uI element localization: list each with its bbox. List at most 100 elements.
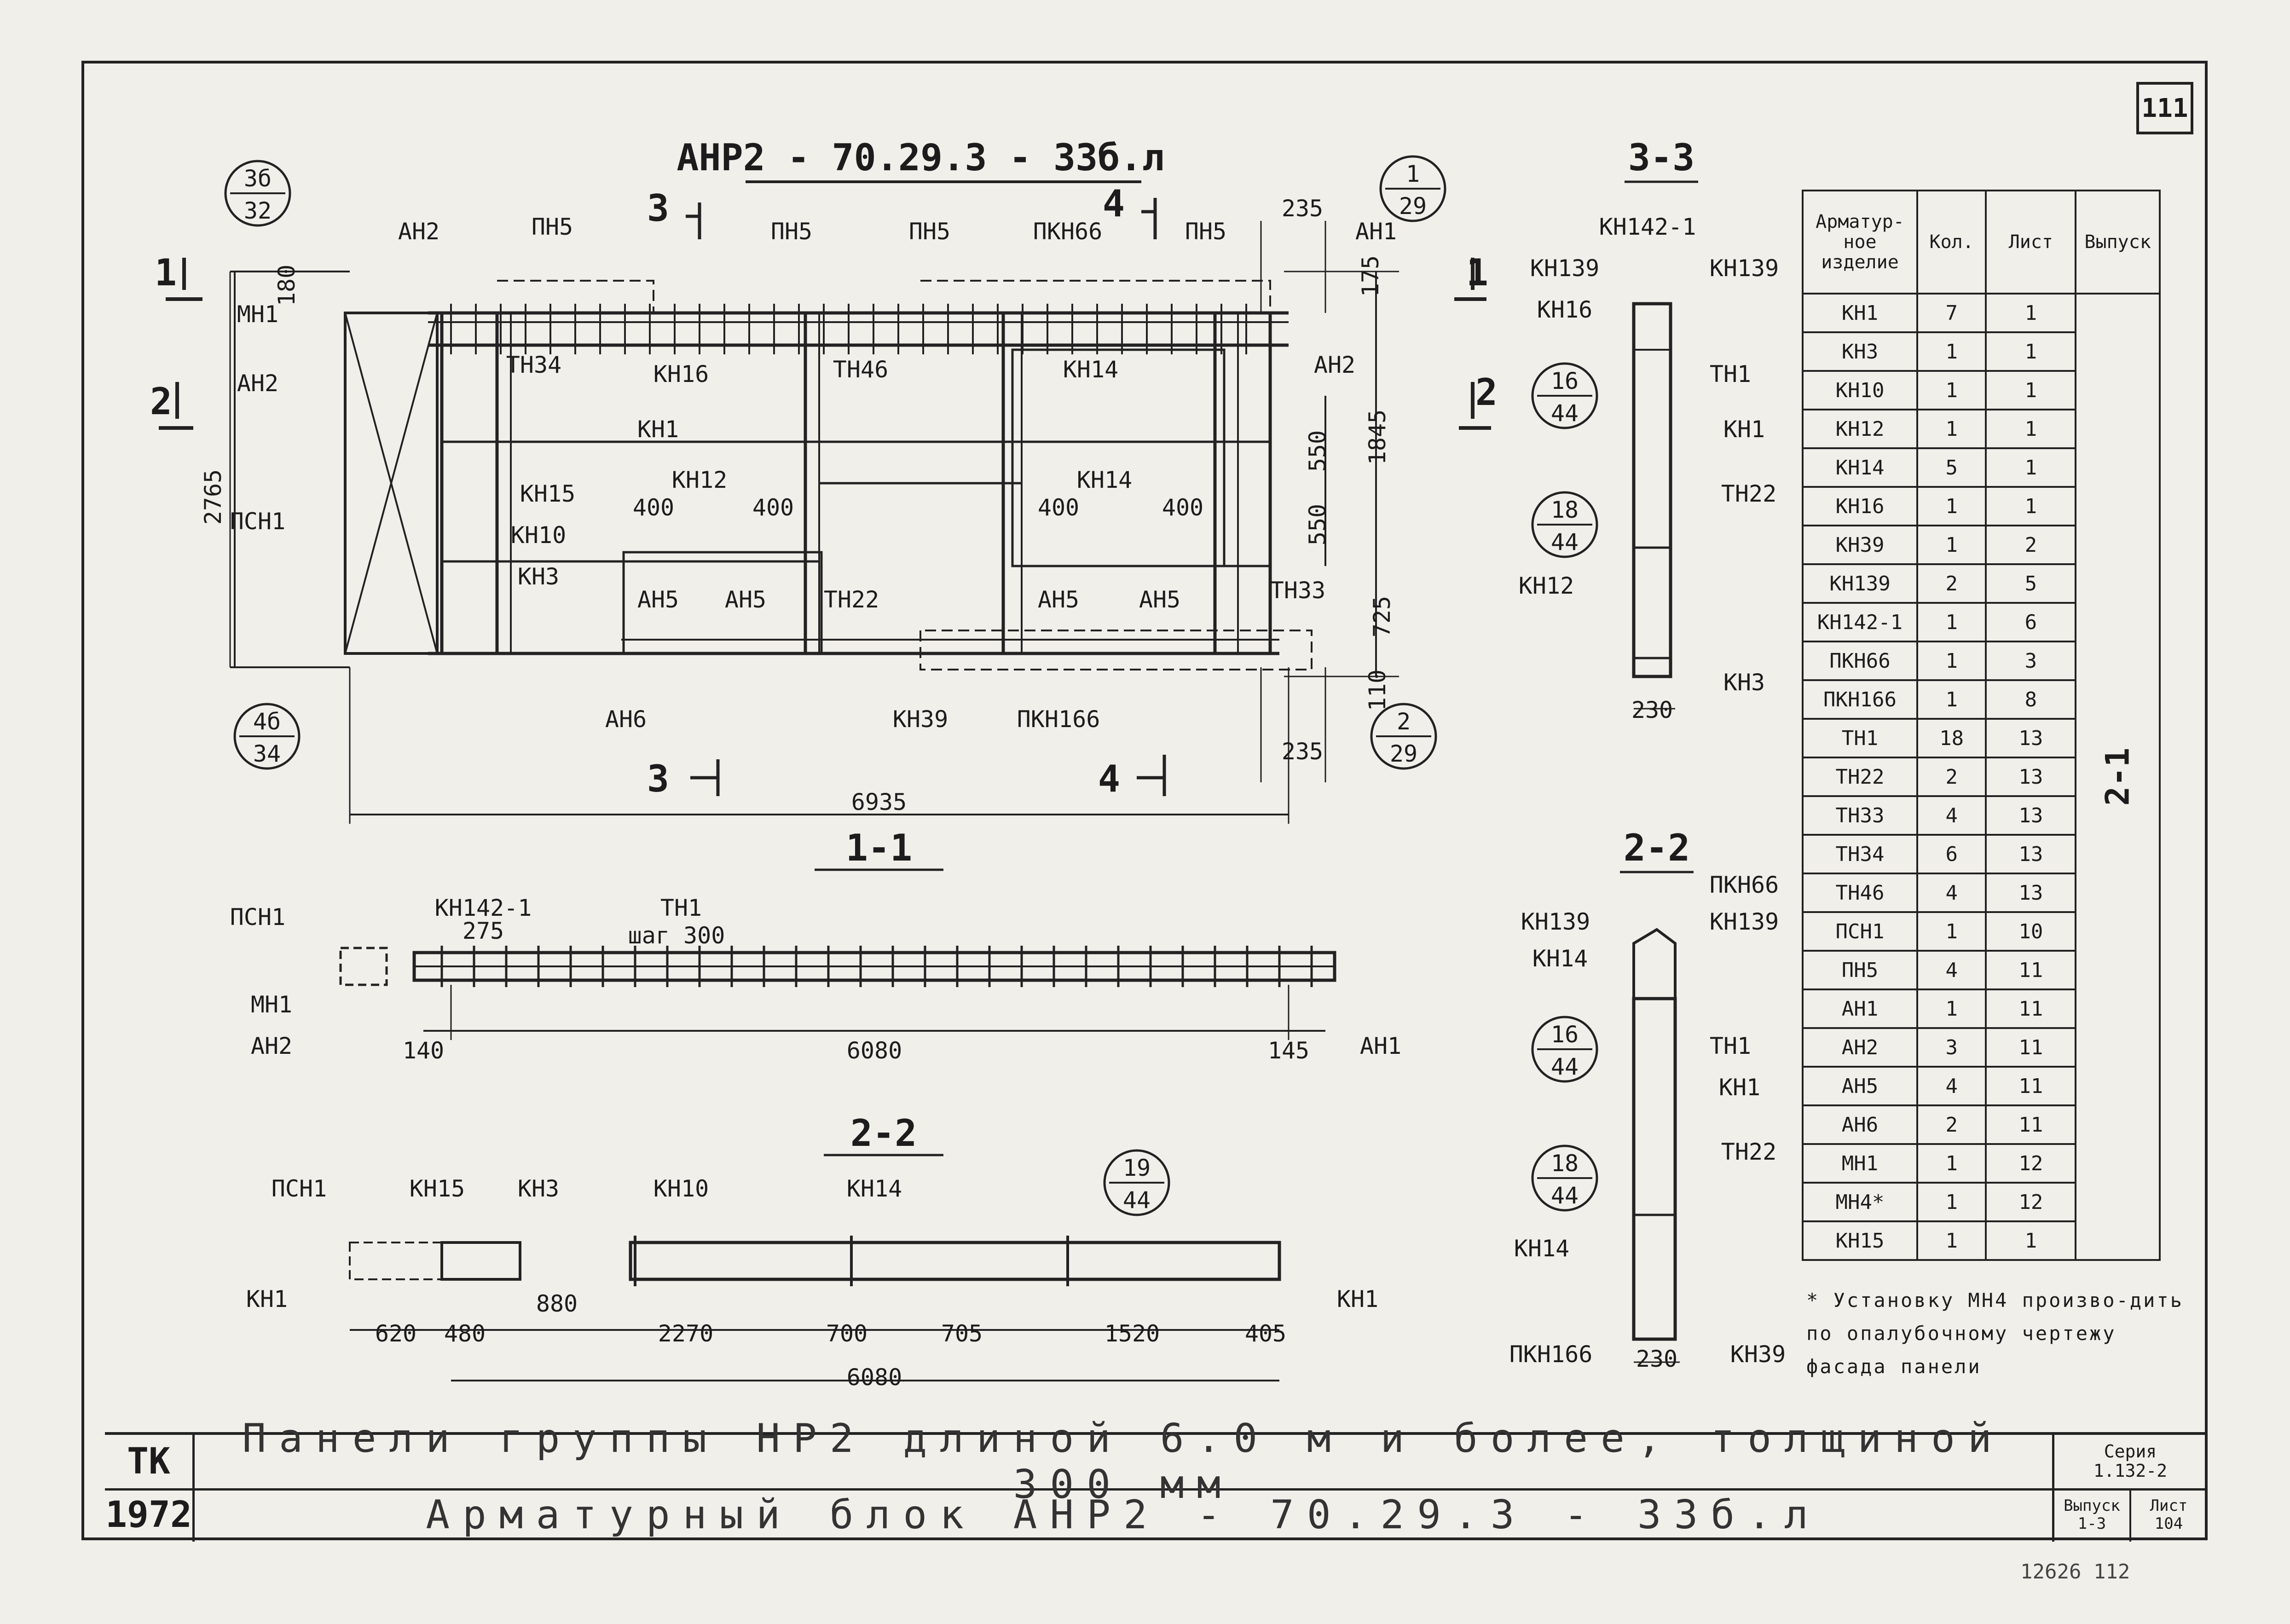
rebar-label: ПН5 xyxy=(909,218,950,245)
cell-sheet: 1 xyxy=(1985,447,2077,488)
callout-top: 16 xyxy=(1551,368,1579,394)
cell-sheet: 12 xyxy=(1985,1143,2077,1184)
dimension-label: 1845 xyxy=(1364,410,1391,465)
cell-qty: 6 xyxy=(1916,834,1987,874)
section-title: 2-2 xyxy=(1624,826,1690,869)
rebar-label: КН16 xyxy=(1537,296,1592,323)
dimension-label: 405 xyxy=(1245,1320,1286,1347)
rebar-label: ТН22 xyxy=(1721,1139,1776,1165)
cell-sheet: 6 xyxy=(1985,602,2077,642)
cell-qty: 1 xyxy=(1916,331,1987,372)
cell-qty: 2 xyxy=(1916,757,1987,797)
footnote: * Установку МН4 произво-дить по опалубоч… xyxy=(1806,1289,2184,1378)
cell-qty: 18 xyxy=(1916,718,1987,758)
release-value: 1-3 xyxy=(2077,1514,2106,1533)
section-mark: 4 xyxy=(1103,182,1125,225)
rebar-label: КН16 xyxy=(653,361,709,387)
rebar-label: КН14 xyxy=(1532,945,1588,972)
dimension-label: 620 xyxy=(375,1320,416,1347)
rebar-label: КН1 xyxy=(1723,416,1765,443)
rebar-label: АН5 xyxy=(725,586,766,613)
cell-item: ПКН66 xyxy=(1801,641,1919,681)
section-title: 2-2 xyxy=(850,1112,917,1155)
year: 1972 xyxy=(105,1488,195,1542)
cell-qty: 1 xyxy=(1916,486,1987,526)
dimension-label: 6080 xyxy=(847,1364,902,1391)
dimension-label: 480 xyxy=(444,1320,486,1347)
rebar-label: ПСН1 xyxy=(230,904,285,930)
cell-item: КН39 xyxy=(1801,525,1919,565)
cell-qty: 1 xyxy=(1916,1220,1987,1261)
rebar-label: КН3 xyxy=(1723,669,1765,696)
list-value: 104 xyxy=(2154,1514,2183,1533)
cell-sheet: 3 xyxy=(1985,641,2077,681)
dimension-label: 180 xyxy=(273,265,300,306)
cell-item: ПСН1 xyxy=(1801,911,1919,952)
dimension-label: 2765 xyxy=(200,469,226,525)
cell-sheet: 1 xyxy=(1985,293,2077,333)
rebar-label: АН6 xyxy=(605,706,647,733)
rebar-label: АН2 xyxy=(1314,352,1355,378)
rebar-label: КН15 xyxy=(410,1175,465,1202)
sheet-number: 111 xyxy=(2136,82,2193,134)
rebar-label: ТН1 xyxy=(1710,361,1751,387)
rebar-label: КН3 xyxy=(518,1175,559,1202)
dimension-label: 6935 xyxy=(851,789,907,815)
series-label: Серия xyxy=(2104,1441,2157,1462)
section-1-1-view xyxy=(339,868,1336,1040)
section-mark: 2 xyxy=(1475,371,1498,414)
rebar-label: АН2 xyxy=(237,370,278,397)
callout-bottom: 44 xyxy=(1551,400,1579,427)
rebar-label: ПКН166 xyxy=(1509,1341,1593,1368)
rebar-label: АН1 xyxy=(1360,1033,1401,1059)
cell-item: КН16 xyxy=(1801,486,1919,526)
cell-sheet: 13 xyxy=(1985,873,2077,913)
cell-qty: 7 xyxy=(1916,293,1987,333)
rebar-label: МН1 xyxy=(237,301,278,328)
dimension-label: 2270 xyxy=(658,1320,713,1347)
sheet-frame xyxy=(81,61,2208,1540)
title-row-2: 1972 Арматурный блок АНР2 - 70.29.3 - 33… xyxy=(105,1488,2206,1542)
dimension-label: 400 xyxy=(1162,494,1203,521)
rebar-label: МН1 xyxy=(251,991,292,1018)
dimension-label: 400 xyxy=(1038,494,1079,521)
callout-bottom: 44 xyxy=(1551,529,1579,555)
callout-bottom: 29 xyxy=(1390,740,1417,767)
section-mark: 1 xyxy=(1466,251,1488,294)
callout-top: 4б xyxy=(253,708,281,735)
cell-sheet: 1 xyxy=(1985,1220,2077,1261)
rebar-label: ПКН66 xyxy=(1033,218,1103,245)
release-label: Выпуск xyxy=(2064,1496,2120,1515)
cell-qty: 1 xyxy=(1916,679,1987,720)
cell-sheet: 13 xyxy=(1985,718,2077,758)
rebar-label: КН10 xyxy=(511,522,566,549)
rebar-label: ПКН166 xyxy=(1017,706,1100,733)
cell-item: КН12 xyxy=(1801,409,1919,449)
release-cell: Выпуск 1-3 xyxy=(2054,1488,2129,1542)
callout-top: 16 xyxy=(1551,1021,1579,1048)
callout-bottom: 32 xyxy=(244,197,272,224)
cell-sheet: 11 xyxy=(1985,1027,2077,1068)
cell-sheet: 1 xyxy=(1985,486,2077,526)
rebar-label: КН139 xyxy=(1530,255,1600,282)
dimension-label: 705 xyxy=(941,1320,983,1347)
dimension-label: 175 xyxy=(1357,255,1384,297)
dimension-label: 235 xyxy=(1282,738,1323,765)
rebar-label: КН139 xyxy=(1521,908,1590,935)
callout-bottom: 44 xyxy=(1123,1187,1151,1214)
callout-top: 19 xyxy=(1123,1155,1151,1181)
cell-item: АН1 xyxy=(1801,988,1919,1029)
cell-item: КН10 xyxy=(1801,370,1919,410)
rebar-label: КН10 xyxy=(653,1175,709,1202)
